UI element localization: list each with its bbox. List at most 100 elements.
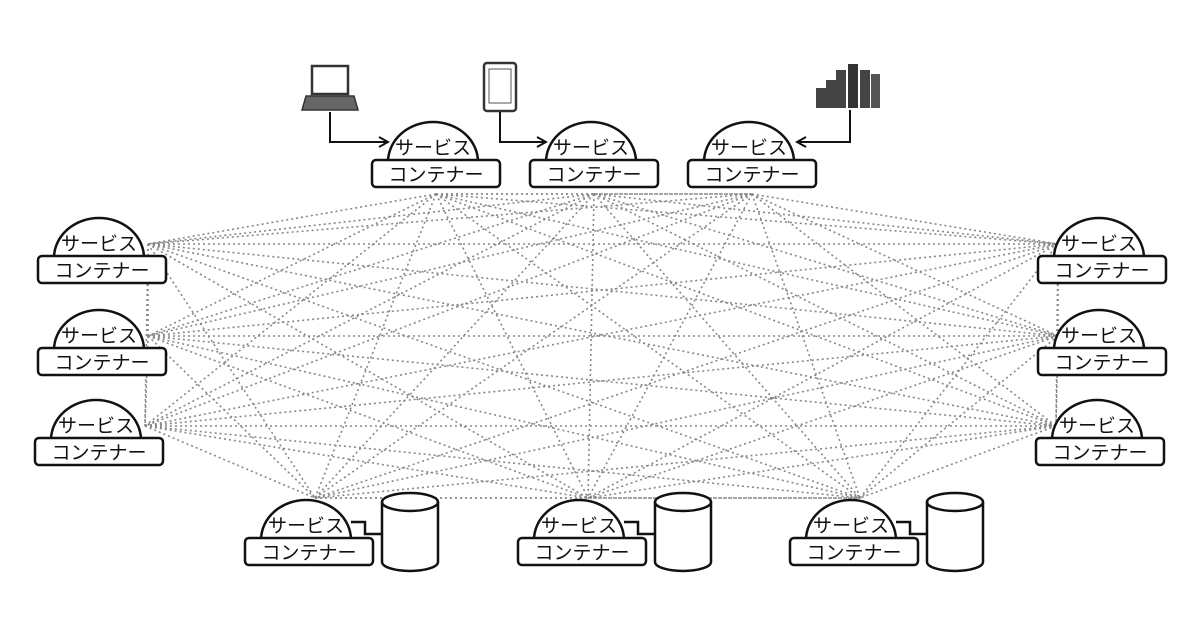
service-label: サービス [553,137,629,159]
service-label: サービス [268,515,344,537]
mesh-link [435,193,1059,337]
mesh-link [144,425,316,499]
mesh-link [593,193,1059,337]
container-box [1036,254,1168,285]
service-label: サービス [395,137,471,159]
container-box [243,536,375,567]
mesh-link [144,193,595,427]
database-icon [896,491,985,573]
service-label: サービス [541,515,617,537]
mesh-link [147,243,1059,337]
container-label: コンテナー [806,542,901,564]
laptop-icon [301,64,359,111]
container-label: コンテナー [261,542,356,564]
tablet-arrow [499,112,546,142]
container-box [36,254,168,285]
tablet-icon [482,61,518,113]
buildings-icon [816,64,880,108]
container-label: コンテナー [51,442,146,464]
container-box [370,158,502,189]
service-dome [804,498,898,542]
mesh-link [751,193,1059,337]
mesh-link [314,335,1059,499]
mesh-link [144,193,437,427]
mesh-link [587,425,1057,499]
mesh-link [147,243,1057,427]
container-box [516,536,648,567]
mesh-link [587,243,1059,499]
mesh-link [593,193,861,499]
container-box [1034,436,1166,467]
container-box [33,436,165,467]
mesh-link [147,243,861,499]
container-label: コンテナー [54,260,149,282]
container-box [1036,346,1168,377]
service-label: サービス [1061,325,1137,347]
mesh-link [314,193,595,499]
mesh-link [593,193,1057,427]
service-dome [52,308,146,352]
service-dome [544,120,638,164]
mesh-link [144,243,1059,427]
container-label: コンテナー [534,542,629,564]
mesh-link [147,335,589,499]
mesh-link [147,193,595,337]
container-box [36,346,168,377]
container-label: コンテナー [388,164,483,186]
mesh-link [144,193,753,427]
service-dome [532,498,626,542]
mesh-link [751,193,1059,245]
mesh-link [147,243,316,499]
database-icon [624,491,713,573]
service-label: サービス [1061,233,1137,255]
mesh-link [859,243,1059,499]
mesh-link [147,193,753,245]
container-label: コンテナー [1054,352,1149,374]
mesh-link [751,193,1057,427]
mesh-link [147,335,1057,427]
mesh-link [144,425,589,499]
service-label: サービス [1059,415,1135,437]
mesh-link [751,193,861,499]
mesh-link [587,193,753,499]
mesh-link [859,425,1057,499]
service-dome [386,120,480,164]
mesh-link [147,243,1059,337]
container-box [528,158,660,189]
database-icon [351,491,440,573]
mesh-link [435,193,1059,245]
container-label: コンテナー [546,164,641,186]
service-dome [702,120,796,164]
mesh-link [587,193,595,499]
mesh-link [587,335,1059,499]
service-label: サービス [58,415,134,437]
mesh-link [314,193,437,499]
mesh-link [435,193,1057,427]
container-box [788,536,920,567]
service-dome [49,398,143,442]
service-label: サービス [813,515,889,537]
container-label: コンテナー [704,164,799,186]
container-label: コンテナー [54,352,149,374]
mesh-link [314,425,1057,499]
mesh-link [147,193,753,337]
service-dome [1052,216,1146,260]
service-label: サービス [61,233,137,255]
buildings-arrow [797,110,851,142]
service-dome [1050,398,1144,442]
service-dome [259,498,353,542]
service-dome [52,216,146,260]
mesh-link [314,193,753,499]
mesh-link [314,243,1059,499]
mesh-link [147,193,437,337]
